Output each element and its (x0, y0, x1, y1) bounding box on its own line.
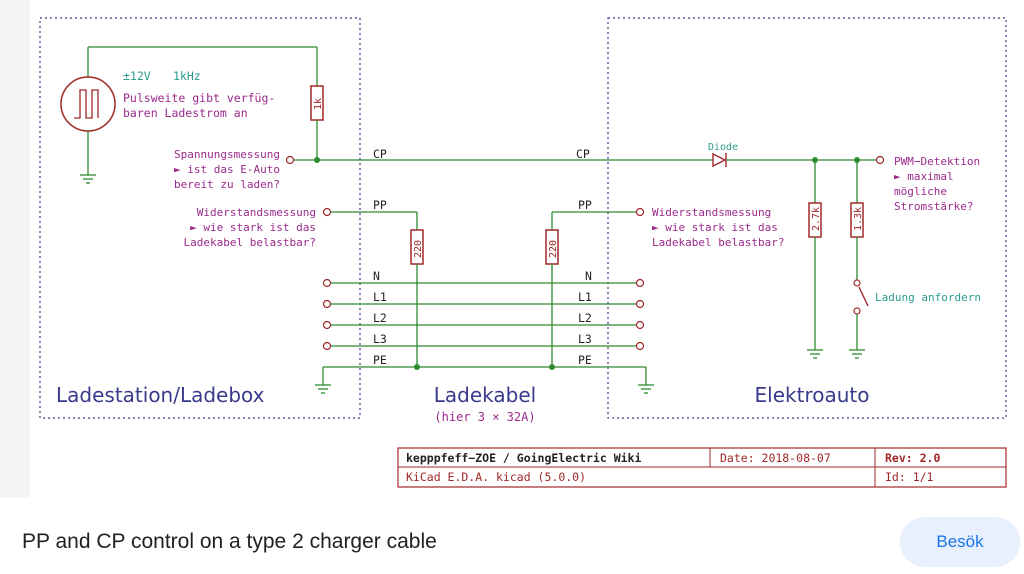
schematic-diagram: ±12V 1kHz Pulsweite gibt verfüg- baren L… (39, 17, 1007, 488)
source-frequency: 1kHz (173, 69, 201, 83)
net-label-n-right: N (585, 269, 592, 283)
car-zone-frame (607, 17, 1007, 419)
zone-label-station: Ladestation/Ladebox (56, 383, 265, 407)
title-block (397, 447, 1007, 488)
source-desc-line1: Pulsweite gibt verfüg- (123, 91, 275, 105)
pwm-detect-line1: PWM−Detektion (894, 155, 980, 168)
titleblock-rev: Rev: 2.0 (885, 451, 940, 465)
net-label-l1-left: L1 (373, 290, 387, 304)
schematic-sheet: ±12V 1kHz Pulsweite gibt verfüg- baren L… (30, 0, 1024, 498)
net-label-l2-right: L2 (578, 311, 592, 325)
charge-request-label: Ladung anfordern (875, 291, 981, 304)
net-label-pp-left: PP (373, 198, 387, 212)
net-label-pp-right: PP (578, 198, 592, 212)
power-wires (322, 278, 645, 351)
resistor-220-right-label: 220 (548, 240, 559, 258)
source-desc-line2: baren Ladestrom an (123, 106, 248, 120)
image-caption: PP and CP control on a type 2 charger ca… (22, 530, 437, 553)
pwm-detect-line2: ► maximal (894, 170, 954, 183)
net-label-l1-right: L1 (578, 290, 592, 304)
resistor-1k-label: 1k (313, 98, 324, 110)
net-label-pe-left: PE (373, 353, 387, 367)
net-label-l3-right: L3 (578, 332, 592, 346)
pwm-detect-line3: mögliche (894, 185, 947, 198)
cp-measure-line1: Spannungsmessung (174, 148, 280, 161)
net-label-cp-right: CP (576, 147, 590, 161)
zone-label-car: Elektroauto (755, 383, 870, 407)
titleblock-tool: KiCad E.D.A. kicad (5.0.0) (406, 470, 586, 484)
titleblock-title: kepppfeff−ZOE / GoingElectric Wiki (406, 451, 641, 465)
pwm-detect-line4: Stromstärke? (894, 200, 973, 213)
cp-measure-line2: ► ist das E-Auto (174, 163, 280, 176)
resistor-2k7-label: 2.7k (811, 207, 822, 231)
zone-label-cable-sub: (hier 3 × 32A) (434, 410, 535, 424)
diode-symbol (712, 152, 727, 168)
resistor-1k3-label: 1.3k (853, 207, 864, 231)
pp-measure-left-line3: Ladekabel belastbar? (184, 236, 316, 249)
titleblock-id: Id: 1/1 (885, 470, 934, 484)
net-label-l2-left: L2 (373, 311, 387, 325)
resistor-220-left-label: 220 (413, 240, 424, 258)
image-viewer: ±12V 1kHz Pulsweite gibt verfüg- baren L… (30, 0, 1024, 498)
net-label-n-left: N (373, 269, 380, 283)
pp-measure-right-line2: ► wie stark ist das (652, 221, 778, 234)
titleblock-date: Date: 2018-08-07 (720, 451, 831, 465)
cp-measure-line3: bereit zu laden? (174, 178, 280, 191)
pulse-source-symbol (60, 46, 317, 184)
source-voltage: ±12V (123, 69, 151, 83)
net-label-pe-right: PE (578, 353, 592, 367)
pp-measure-right-line1: Widerstandsmessung (652, 206, 771, 219)
station-zone-frame (39, 17, 361, 419)
charge-switch (858, 286, 869, 307)
visit-button[interactable]: Besök (900, 517, 1020, 567)
zone-label-cable: Ladekabel (434, 383, 536, 407)
net-label-cp-left: CP (373, 147, 387, 161)
pp-measure-right-line3: Ladekabel belastbar? (652, 236, 784, 249)
image-info-bar (0, 498, 1024, 574)
diode-label: Diode (708, 142, 738, 153)
pp-measure-left-line2: ► wie stark ist das (190, 221, 316, 234)
pp-measure-left-line1: Widerstandsmessung (197, 206, 316, 219)
net-label-l3-left: L3 (373, 332, 387, 346)
